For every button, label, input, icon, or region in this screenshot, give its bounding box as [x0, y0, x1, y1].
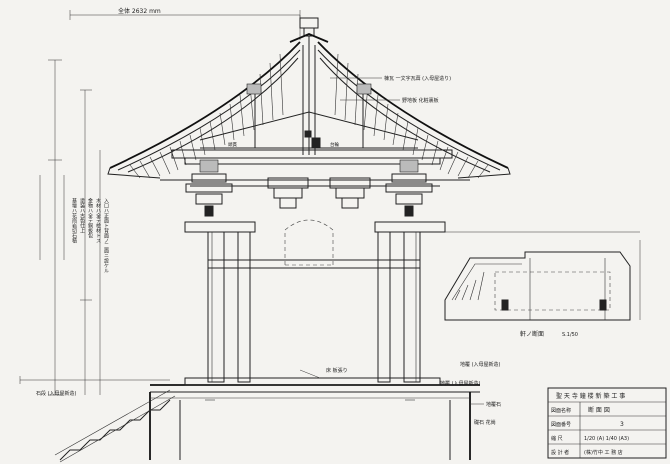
- title-label-4: 設 計 者: [551, 449, 569, 456]
- right-label-1: 地覆 (入母屋新造): [440, 380, 481, 387]
- base-platform: [149, 377, 480, 460]
- title-value-4: (株)竹中 工 務 店: [584, 449, 623, 456]
- right-label-0: 地覆石: [486, 401, 501, 408]
- left-stack-lines: [39, 175, 65, 260]
- left-note-2: 金物ハ全テ銅板包: [87, 197, 93, 238]
- beam-label-2: 地覆 (入母屋新造): [460, 361, 501, 368]
- left-note-0: 入口ハ正面ト背面ノ二面ニ設ケル: [103, 198, 109, 273]
- roof: [107, 17, 511, 179]
- stair-label: 石段 (入母屋新造): [36, 390, 77, 397]
- right-section-scale: S.1/50: [562, 332, 578, 338]
- beam-label-3: 礎石 花崗: [474, 419, 496, 426]
- left-note-3: 塗装ハ古色仕上: [79, 197, 85, 233]
- floor-label: 床 板張り: [326, 367, 348, 374]
- left-notes: 入口ハ正面ト背面ノ二面ニ設ケル 木材ハ全テ桧材トス 金物ハ全テ銅板包 塗装ハ古色…: [71, 197, 109, 273]
- title-label-1: 図面名称: [551, 407, 571, 414]
- bracket-sets: [185, 159, 433, 217]
- title-label-3: 縮 尺: [551, 435, 563, 442]
- beam-label-0: 頭貫: [228, 141, 237, 148]
- left-note-1: 木材ハ全テ桧材トス: [95, 197, 101, 243]
- right-section-title: 軒ノ断面: [520, 330, 544, 338]
- title-value-1: 断 面 図: [588, 406, 610, 414]
- title-block-frame: [547, 387, 667, 459]
- eave-section-detail: [444, 231, 641, 321]
- title-value-3: 1/20 (A) 1/40 (A3): [584, 436, 629, 442]
- roof-detail-note: 野地板 化粧裏板: [402, 97, 439, 104]
- top-dimension-line: [69, 10, 301, 40]
- posts: [184, 219, 446, 383]
- left-dimension-lines: [48, 59, 101, 396]
- beam-label-1: 台輪: [330, 141, 339, 148]
- top-dimension-text: 全体 2632 mm: [118, 7, 161, 15]
- stairs: [19, 376, 176, 463]
- left-note-4: 基壇ハ花崗岩切石積: [71, 197, 77, 244]
- eave-note: 棟瓦 一文字瓦葺 (入母屋造り): [384, 75, 451, 82]
- floor-label-leader: [299, 369, 321, 379]
- title-label-2: 図面番号: [551, 421, 571, 428]
- title-value-2: 3: [620, 421, 624, 428]
- title-project: 聖 天 寺 鐘 楼 新 築 工 事: [556, 392, 625, 400]
